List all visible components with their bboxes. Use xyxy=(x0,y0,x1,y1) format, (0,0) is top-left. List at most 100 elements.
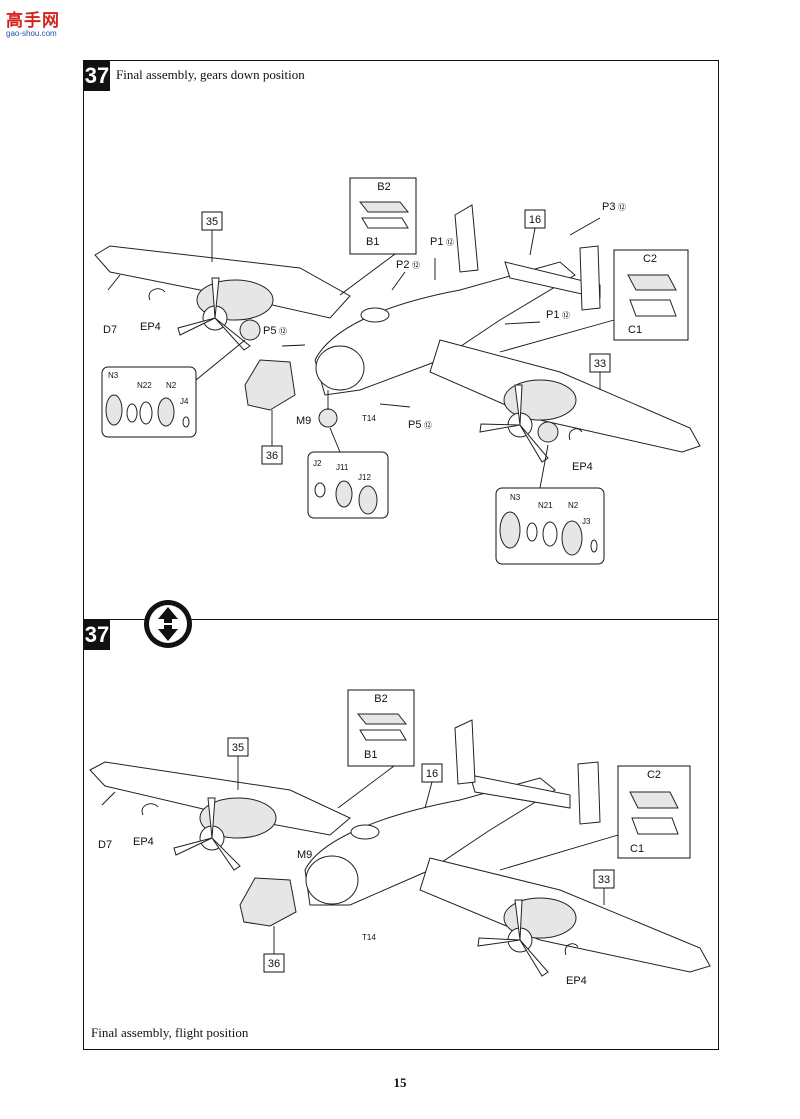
label-b1: B1 xyxy=(366,236,379,248)
subassembly-33-label-flight: 33 xyxy=(598,874,610,886)
right-prop-blade-1 xyxy=(479,423,521,433)
subassembly-35-label: 35 xyxy=(206,216,218,228)
right-prop-blade-2 xyxy=(514,384,523,426)
part-b1-flight xyxy=(359,729,407,741)
site-logo: 高手网 gao-shou.com xyxy=(6,6,70,40)
part-j12 xyxy=(358,485,378,515)
label-j3: J3 xyxy=(582,517,591,526)
hub-n22 xyxy=(126,403,138,423)
wheel-half-n3 xyxy=(105,394,123,426)
left-fin-flight xyxy=(454,719,476,785)
aircraft-flight xyxy=(89,719,711,977)
page-number: 15 xyxy=(393,1075,407,1090)
label-p3: P3 xyxy=(602,201,615,213)
gun-p1-right xyxy=(504,321,541,325)
label-p5-left: P5 xyxy=(263,325,276,337)
right-fin xyxy=(579,245,601,311)
horizontal-stabilizer-flight xyxy=(469,774,571,809)
label-ep4-right: EP4 xyxy=(572,461,593,473)
left-prop-blade-3 xyxy=(214,317,251,351)
gears-down-title: Final assembly, gears down position xyxy=(116,67,305,82)
left-prop-blade-1 xyxy=(177,317,216,336)
label-ep4-right-flight: EP4 xyxy=(566,975,587,987)
label-ep4-left: EP4 xyxy=(140,321,161,333)
label-b1-flight: B1 xyxy=(364,749,377,761)
hub-n21 xyxy=(526,522,538,542)
right-blade-f3 xyxy=(519,939,549,977)
wheel-half-n2-right xyxy=(561,520,583,556)
top-turret xyxy=(360,307,390,323)
right-fin-flight xyxy=(577,761,601,825)
label-n21: N21 xyxy=(538,501,553,510)
wheel-half-n3-right xyxy=(499,511,521,549)
wheel-half-n2 xyxy=(157,397,175,427)
svg-text:⑫: ⑫ xyxy=(424,421,432,430)
top-turret-flight xyxy=(350,824,380,840)
step-number-badge-bottom: 37 xyxy=(84,620,110,650)
label-j11: J11 xyxy=(336,463,349,472)
left-fin xyxy=(454,204,479,273)
up-down-arrows-icon xyxy=(144,600,192,648)
svg-text:⑫: ⑫ xyxy=(412,261,420,270)
detail-c-box xyxy=(613,249,689,341)
left-blade-f2 xyxy=(207,797,216,839)
subassembly-36-label: 36 xyxy=(266,450,278,462)
label-m9-flight: M9 xyxy=(297,849,312,861)
label-c2-flight: C2 xyxy=(647,769,661,781)
label-b2: B2 xyxy=(377,181,390,193)
label-n22: N22 xyxy=(137,381,152,390)
label-n2-left: N2 xyxy=(166,381,177,390)
part-b2-flight xyxy=(356,713,408,725)
label-j2: J2 xyxy=(313,459,322,468)
subassembly-16-label: 16 xyxy=(529,214,541,226)
fuselage-flight xyxy=(304,777,556,906)
site-name: 高手网 xyxy=(6,11,60,31)
part-j3 xyxy=(590,539,598,553)
detail-c-box-flight xyxy=(617,765,691,859)
nose-cone-36 xyxy=(244,359,296,411)
gun-p5-left xyxy=(281,344,306,347)
label-c1-flight: C1 xyxy=(630,843,644,855)
part-b1 xyxy=(361,217,409,229)
gun-p5-bottom xyxy=(379,403,411,408)
label-p5-bottom: P5 xyxy=(408,419,421,431)
label-d7-flight: D7 xyxy=(98,839,112,851)
part-b2 xyxy=(358,201,410,213)
right-blade-f2 xyxy=(514,899,523,941)
label-j4: J4 xyxy=(180,397,189,406)
hub-ring-right xyxy=(542,521,558,547)
svg-text:⑫: ⑫ xyxy=(279,327,287,336)
svg-text:⑫: ⑫ xyxy=(618,203,626,212)
left-blade-f1 xyxy=(173,837,213,856)
label-c2: C2 xyxy=(643,253,657,265)
label-d7: D7 xyxy=(103,324,117,336)
gun-p3 xyxy=(569,217,601,236)
detail-b-box-flight xyxy=(347,689,415,767)
label-ep4-left-flight: EP4 xyxy=(133,836,154,848)
nose-cone-36-flight xyxy=(239,877,297,927)
label-p1-top: P1 xyxy=(430,236,443,248)
label-c1: C1 xyxy=(628,324,642,336)
flight-position-caption: Final assembly, flight position xyxy=(91,1025,249,1040)
subassembly-36-label-flight: 36 xyxy=(268,958,280,970)
label-n3-left: N3 xyxy=(108,371,119,380)
left-blade-f3 xyxy=(211,837,241,871)
label-n3-right: N3 xyxy=(510,493,521,502)
left-wing-flight xyxy=(89,761,351,836)
nose-section-flight xyxy=(305,855,359,905)
label-n2-right: N2 xyxy=(568,501,579,510)
nose-wheel xyxy=(318,408,338,428)
nose-section xyxy=(315,345,365,391)
label-b2-flight: B2 xyxy=(374,693,387,705)
part-j4 xyxy=(182,416,190,428)
gun-p2 xyxy=(391,271,406,291)
svg-text:⑫: ⑫ xyxy=(446,238,454,247)
right-main-wheel xyxy=(537,421,559,443)
flight-position-panel: 37 Final assembly, flight position xyxy=(83,619,719,1050)
gears-down-panel: 37 Final assembly, gears down position xyxy=(83,60,719,620)
label-t14: T14 xyxy=(362,414,376,423)
part-c1-flight xyxy=(631,817,679,835)
detail-b-box xyxy=(349,177,417,255)
right-blade-f1 xyxy=(477,937,521,947)
